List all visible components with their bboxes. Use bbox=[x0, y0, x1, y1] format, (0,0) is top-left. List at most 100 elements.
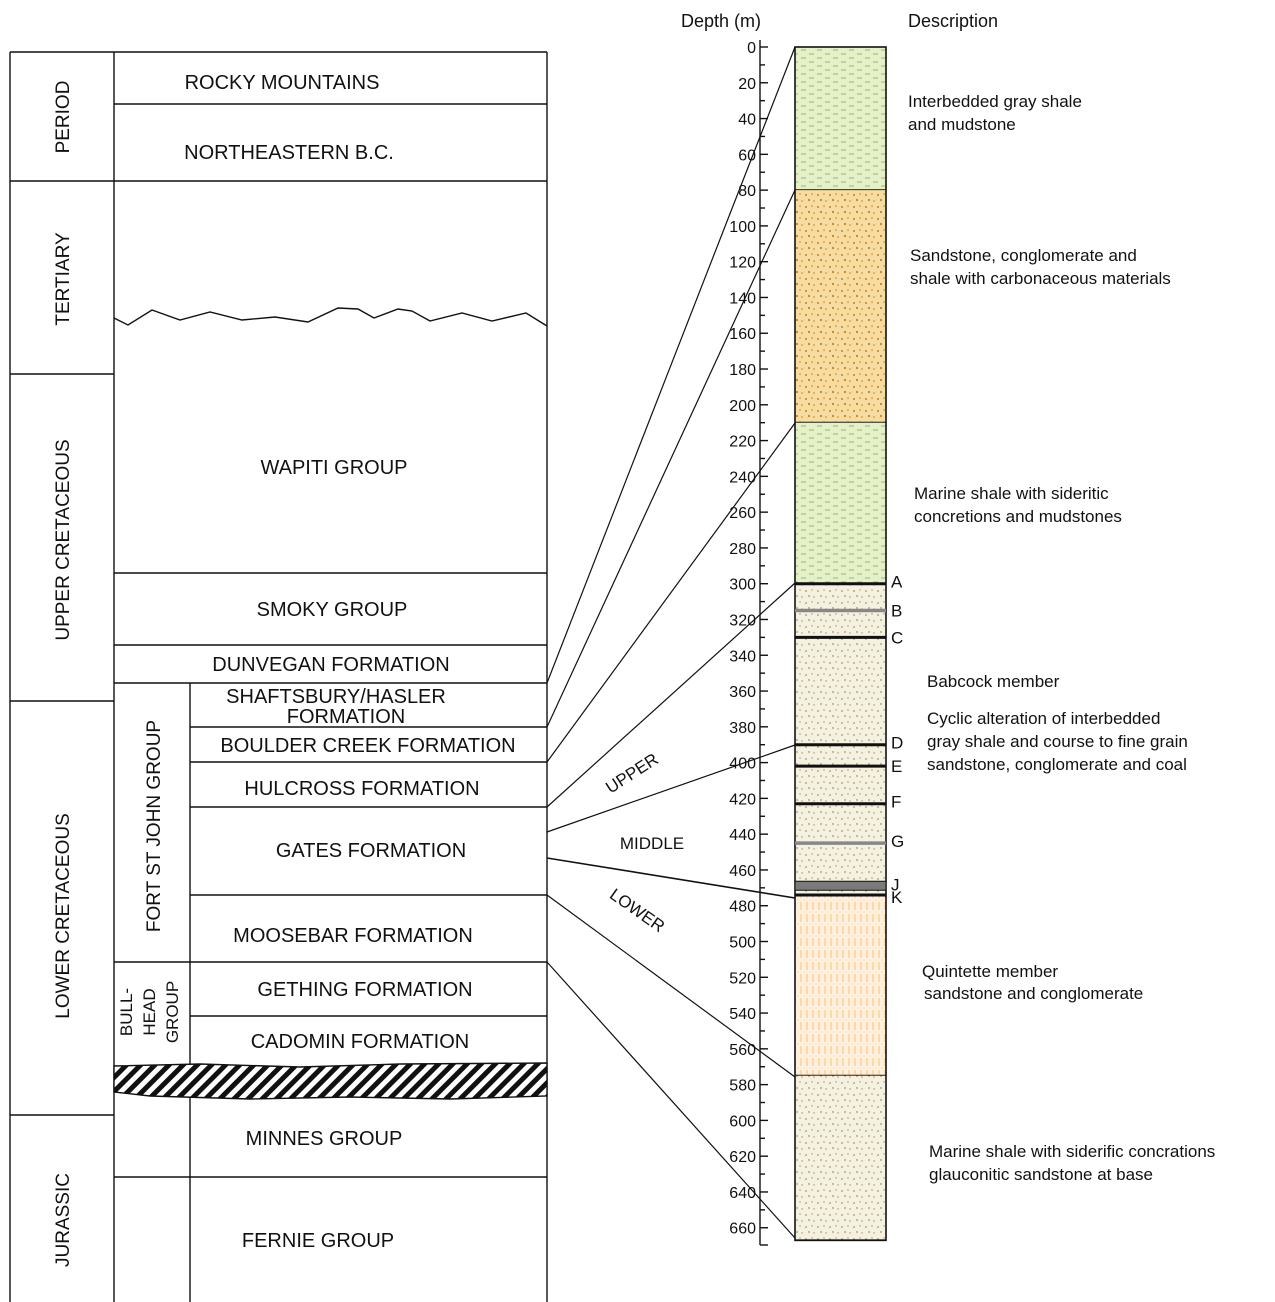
depth-tick-label: 380 bbox=[729, 720, 756, 737]
depth-tick-label: 160 bbox=[729, 326, 756, 343]
unit-minnes: MINNES GROUP bbox=[246, 1128, 403, 1150]
coal-seam-label-D: D bbox=[891, 734, 903, 753]
unit-hulcross: HULCROSS FORMATION bbox=[244, 778, 479, 800]
coal-seam-label-C: C bbox=[891, 628, 903, 647]
depth-ticks: 0 20 40 60 80 100 120 140 160 180 200 220 240 260 280 3… bbox=[729, 40, 768, 1246]
depth-tick-label: 260 bbox=[729, 505, 756, 522]
depth-tick-label: 620 bbox=[729, 1149, 756, 1166]
depth-tick-label: 560 bbox=[729, 1042, 756, 1059]
description-3-line1: Marine shale with sideritic bbox=[914, 484, 1109, 503]
depth-tick-label: 340 bbox=[729, 648, 756, 665]
unit-cadomin: CADOMIN FORMATION bbox=[251, 1031, 470, 1053]
depth-tick-label: 600 bbox=[729, 1113, 756, 1130]
descriptions: Description Interbedded gray shale and m… bbox=[908, 11, 1215, 1184]
quintette-member-line1: Quintette member bbox=[922, 962, 1058, 981]
depth-tick-label: 500 bbox=[729, 935, 756, 952]
group-bullhead-line1: BULL- bbox=[117, 988, 136, 1036]
unit-shaftsbury-line2: FORMATION bbox=[287, 706, 406, 728]
depth-tick-label: 520 bbox=[729, 970, 756, 987]
description-2-line1: Sandstone, conglomerate and bbox=[910, 246, 1137, 265]
gates-member-lower: LOWER bbox=[606, 885, 668, 936]
depth-tick-label: 80 bbox=[738, 183, 756, 200]
period-upper-cretaceous: UPPER CRETACEOUS bbox=[53, 439, 74, 640]
depth-tick-label: 320 bbox=[729, 612, 756, 629]
depth-tick-label: 540 bbox=[729, 1006, 756, 1023]
description-6-line2: glauconitic sandstone at base bbox=[929, 1165, 1153, 1184]
depth-tick-label: 60 bbox=[738, 147, 756, 164]
depth-tick-label: 440 bbox=[729, 827, 756, 844]
description-1-line1: Interbedded gray shale bbox=[908, 92, 1082, 111]
stratigraphic-table: PERIOD TERTIARY UPPER CRETACEOUS LOWER C… bbox=[9, 51, 548, 1302]
lithology-layer-shale bbox=[795, 47, 886, 191]
lithology-layer-conglomerate bbox=[795, 190, 886, 423]
region-northeastern-bc: NORTHEASTERN B.C. bbox=[184, 142, 394, 164]
gates-member-upper: UPPER bbox=[602, 749, 661, 797]
unit-dunvegan: DUNVEGAN FORMATION bbox=[212, 654, 449, 676]
depth-tick-label: 460 bbox=[729, 863, 756, 880]
description-6-line1: Marine shale with siderific concrations bbox=[929, 1142, 1215, 1161]
description-2-line2: shale with carbonaceous materials bbox=[910, 269, 1171, 288]
unit-gates: GATES FORMATION bbox=[276, 840, 466, 862]
description-3-line2: concretions and mudstones bbox=[914, 507, 1122, 526]
depth-tick-label: 360 bbox=[729, 684, 756, 701]
quintette-member-line2: sandstone and conglomerate bbox=[924, 984, 1143, 1003]
unit-smoky: SMOKY GROUP bbox=[257, 599, 408, 621]
period-lower-cretaceous: LOWER CRETACEOUS bbox=[53, 813, 74, 1019]
coal-seam-label-E: E bbox=[891, 757, 902, 776]
coal-seam-label-F: F bbox=[891, 793, 901, 812]
unit-fernie: FERNIE GROUP bbox=[242, 1230, 394, 1252]
unit-boulder-creek: BOULDER CREEK FORMATION bbox=[220, 735, 515, 757]
depth-tick-label: 580 bbox=[729, 1078, 756, 1095]
description-4-line1: Cyclic alteration of interbedded bbox=[927, 709, 1160, 728]
depth-tick-label: 220 bbox=[729, 434, 756, 451]
coal-seam-label-B: B bbox=[891, 602, 902, 621]
unconformity-line bbox=[113, 307, 548, 327]
region-rocky-mountains: ROCKY MOUNTAINS bbox=[185, 72, 380, 94]
description-1-line2: and mudstone bbox=[908, 115, 1016, 134]
coal-seam-label-G: G bbox=[891, 832, 904, 851]
hatched-unconformity-band bbox=[113, 1062, 548, 1100]
coal-seams: ABC DEF G JK bbox=[794, 573, 904, 907]
unit-moosebar: MOOSEBAR FORMATION bbox=[233, 925, 473, 947]
lithology-layer-shale bbox=[795, 422, 886, 584]
depth-tick-label: 240 bbox=[729, 469, 756, 486]
coal-seam-label-J: J bbox=[891, 875, 900, 894]
group-bullhead-line2: HEAD bbox=[140, 988, 159, 1035]
lithology-layer-sandstone bbox=[795, 1075, 886, 1241]
lithology-column bbox=[794, 46, 887, 1242]
depth-tick-label: 480 bbox=[729, 899, 756, 916]
depth-tick-label: 180 bbox=[729, 362, 756, 379]
depth-tick-label: 120 bbox=[729, 255, 756, 272]
correlation-lines: UPPER MIDDLE LOWER bbox=[546, 46, 796, 1239]
unit-shaftsbury-line1: SHAFTSBURY/HASLER bbox=[226, 686, 446, 708]
depth-tick-label: 280 bbox=[729, 541, 756, 558]
depth-tick-label: 0 bbox=[747, 40, 756, 57]
group-fort-st-john: FORT ST JOHN GROUP bbox=[144, 720, 165, 932]
coal-seam-J bbox=[794, 880, 887, 891]
period-jurassic: JURASSIC bbox=[53, 1173, 74, 1267]
depth-tick-label: 660 bbox=[729, 1221, 756, 1238]
description-4-line3: sandstone, conglomerate and coal bbox=[927, 755, 1187, 774]
period-tertiary: TERTIARY bbox=[53, 232, 74, 326]
depth-tick-label: 400 bbox=[729, 756, 756, 773]
description-column-title: Description bbox=[908, 11, 998, 31]
coal-seam-label-K: K bbox=[891, 888, 903, 907]
gates-member-middle: MIDDLE bbox=[620, 834, 684, 853]
depth-tick-label: 40 bbox=[738, 112, 756, 129]
coal-seam-label-A: A bbox=[891, 573, 903, 592]
depth-tick-label: 140 bbox=[729, 290, 756, 307]
depth-tick-label: 20 bbox=[738, 76, 756, 93]
depth-axis: Depth (m) 020406080100120140160180200220… bbox=[681, 11, 768, 1246]
depth-tick-label: 300 bbox=[729, 577, 756, 594]
depth-tick-label: 420 bbox=[729, 791, 756, 808]
depth-tick-label: 200 bbox=[729, 398, 756, 415]
unit-wapiti: WAPITI GROUP bbox=[260, 457, 407, 479]
period-header: PERIOD bbox=[53, 81, 74, 154]
depth-tick-label: 100 bbox=[729, 219, 756, 236]
babcock-member-label: Babcock member bbox=[927, 672, 1060, 691]
depth-tick-label: 640 bbox=[729, 1185, 756, 1202]
description-4-line2: gray shale and course to fine grain bbox=[927, 732, 1188, 751]
lithology-layer-quintette bbox=[795, 894, 886, 1076]
lithology-layer-sandstone bbox=[795, 583, 886, 895]
